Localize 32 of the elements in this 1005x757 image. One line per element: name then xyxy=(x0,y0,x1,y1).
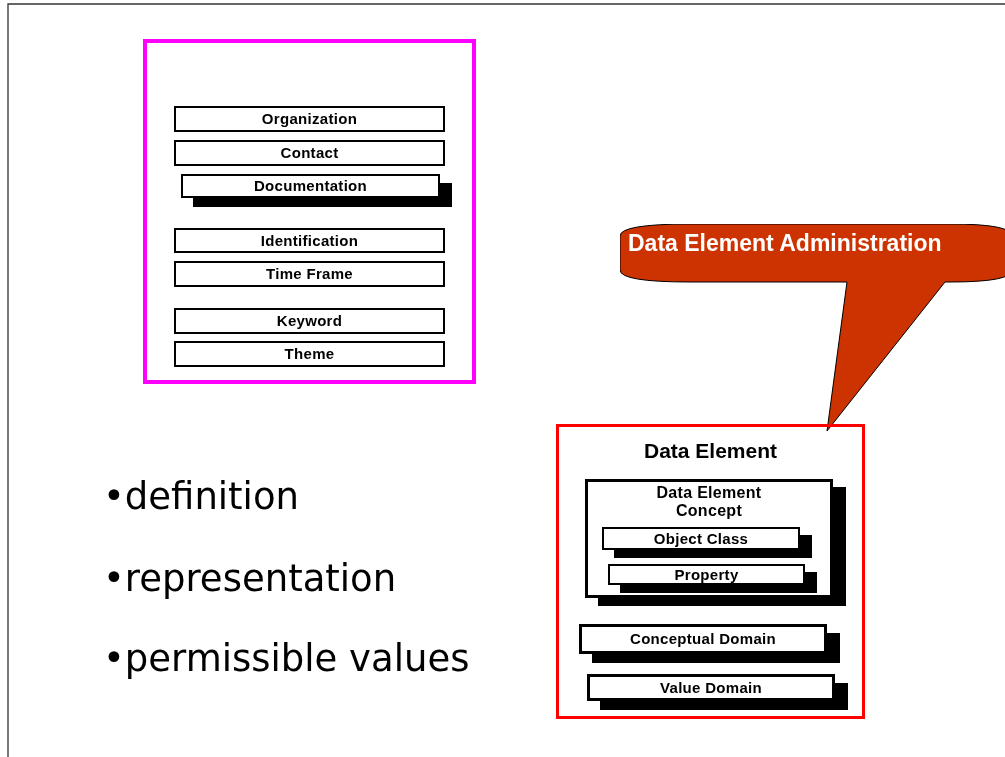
box-label: Property xyxy=(673,566,740,583)
box-label: Keyword xyxy=(275,312,344,330)
box-label: Object Class xyxy=(652,530,750,547)
bullet-item: •representation xyxy=(103,557,397,600)
box-label: Theme xyxy=(283,345,336,363)
group-frame xyxy=(143,39,476,384)
label-box xyxy=(174,228,445,253)
box-label: Value Domain xyxy=(659,679,763,696)
shadowed-box xyxy=(602,527,812,558)
speech-callout xyxy=(620,224,1005,432)
box-title: Data Element xyxy=(642,439,778,463)
label-box xyxy=(174,261,445,287)
callout-text: Data Element Administration xyxy=(628,231,942,257)
shadowed-box xyxy=(181,174,452,207)
container-box xyxy=(556,424,865,719)
label-box xyxy=(174,341,445,367)
box-label: Organization xyxy=(260,110,359,128)
shadowed-box xyxy=(579,624,840,663)
box-label: Identification xyxy=(259,232,360,249)
shadowed-box xyxy=(585,479,846,606)
shadowed-box xyxy=(608,564,817,593)
label-box xyxy=(174,140,445,166)
box-label: Data Element Concept xyxy=(655,484,763,520)
box-label: Conceptual Domain xyxy=(629,630,777,648)
shadowed-box xyxy=(587,674,848,710)
box-label: Time Frame xyxy=(265,265,354,283)
bullet-item: •definition xyxy=(103,475,299,518)
bullet-item: •permissible values xyxy=(103,637,470,680)
box-label: Documentation xyxy=(252,177,369,195)
label-box xyxy=(174,308,445,334)
label-box xyxy=(174,106,445,132)
box-label: Contact xyxy=(279,144,340,162)
